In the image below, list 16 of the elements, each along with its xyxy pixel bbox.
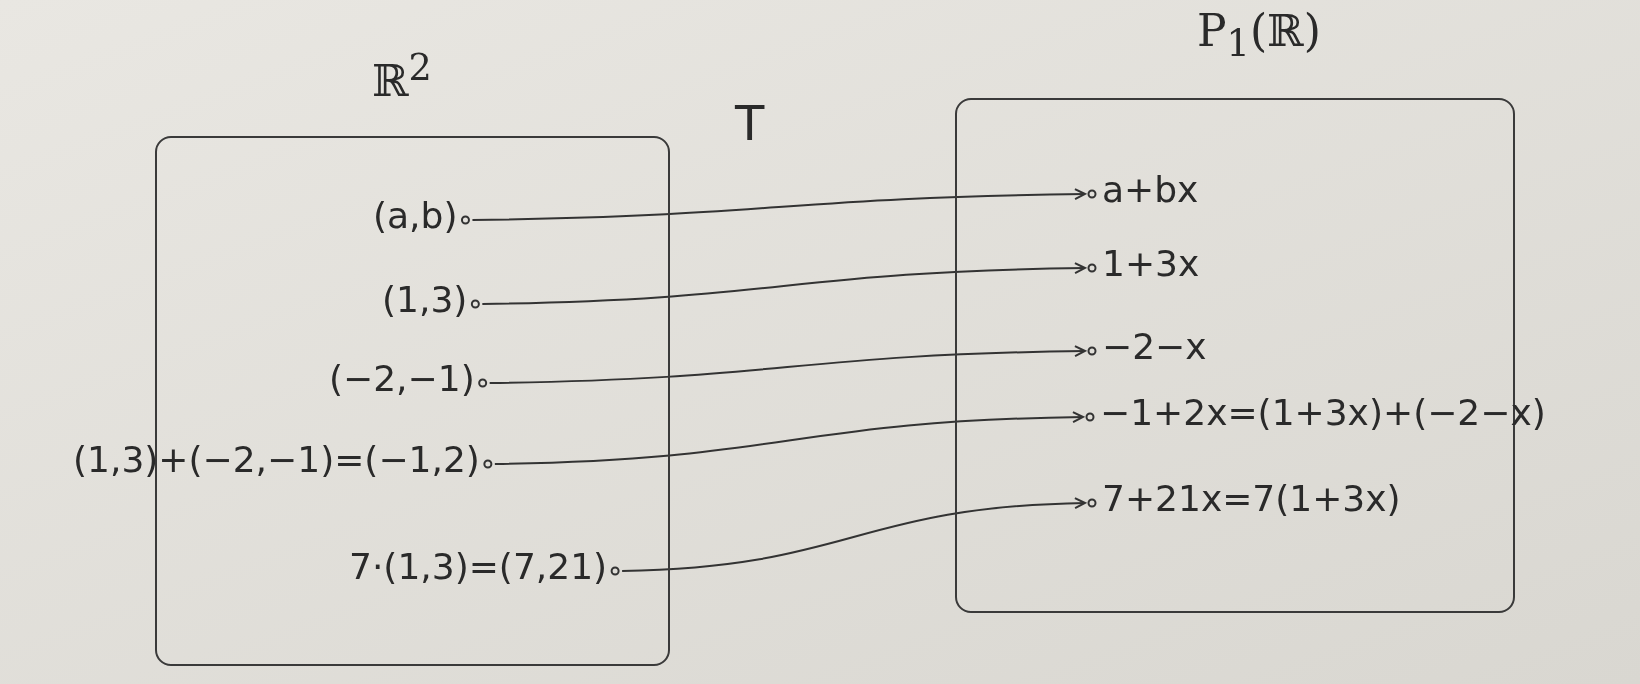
arrow — [493, 411, 1084, 465]
math-expression: (a,b) — [373, 198, 458, 234]
set-heading: ℝ$^{2}$ — [372, 46, 432, 106]
map-label: T — [735, 95, 765, 151]
math-expression: 7+21x=7(1+3x) — [1102, 481, 1401, 517]
math-expression: (−2,−1) — [329, 361, 475, 397]
set-heading: P$_{1}$(ℝ) — [1197, 5, 1321, 65]
arrow — [621, 497, 1086, 572]
arrow — [471, 188, 1086, 221]
arrow — [488, 345, 1086, 384]
arrow — [481, 262, 1086, 305]
math-expression: −2−x — [1102, 329, 1207, 365]
math-expression: a+bx — [1102, 172, 1199, 208]
math-expression: (1,3) — [382, 282, 468, 318]
math-expression: 1+3x — [1102, 246, 1200, 282]
math-expression: 7·(1,3)=(7,21) — [349, 549, 608, 585]
